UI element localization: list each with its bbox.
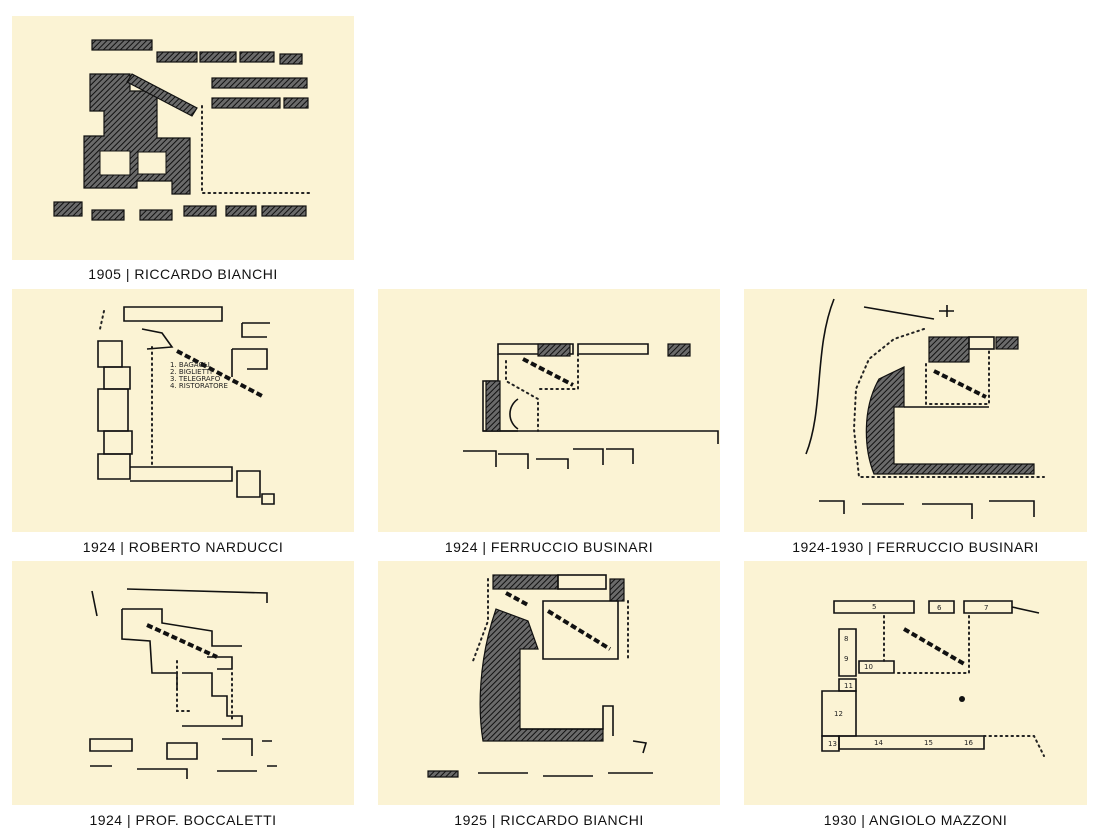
site-plan-drawing — [805, 298, 1045, 519]
svg-text:8: 8 — [844, 635, 848, 643]
svg-text:1. BAGAGLI: 1. BAGAGLI — [170, 361, 210, 369]
svg-text:6: 6 — [937, 604, 942, 612]
svg-text:7: 7 — [984, 604, 988, 612]
svg-text:9: 9 — [844, 655, 848, 663]
plan-1924-1930-businari — [744, 289, 1087, 532]
svg-text:2. BIGLIETTI: 2. BIGLIETTI — [170, 368, 212, 376]
site-plan-drawing: 5 6 7 8 9 10 11 12 13 14 15 16 — [821, 600, 1045, 757]
svg-text:13: 13 — [828, 740, 837, 748]
svg-text:15: 15 — [924, 739, 933, 747]
svg-text:11: 11 — [844, 682, 853, 690]
caption-plan-5: 1924 | PROF. BOCCALETTI — [89, 812, 277, 828]
plan-1924-narducci: 1. BAGAGLI 2. BIGLIETTI 3. TELEGRAFO 4. … — [12, 289, 354, 532]
caption-plan-7: 1930 | ANGIOLO MAZZONI — [823, 812, 1008, 828]
site-plan-drawing — [463, 343, 719, 469]
site-plan-drawing — [427, 574, 653, 778]
svg-text:3. TELEGRAFO: 3. TELEGRAFO — [170, 375, 221, 383]
svg-text:14: 14 — [874, 739, 883, 747]
caption-plan-1: 1905 | RICCARDO BIANCHI — [88, 266, 278, 282]
svg-text:5: 5 — [872, 603, 876, 611]
svg-text:4. RISTORATORE: 4. RISTORATORE — [170, 382, 228, 390]
site-plan-drawing — [89, 588, 277, 779]
plan-1924-boccaletti — [12, 561, 354, 805]
caption-plan-3: 1924 | FERRUCCIO BUSINARI — [444, 539, 654, 555]
caption-plan-4: 1924-1930 | FERRUCCIO BUSINARI — [792, 539, 1039, 555]
caption-plan-6: 1925 | RICCARDO BIANCHI — [454, 812, 644, 828]
plan-1924-businari — [378, 289, 720, 532]
svg-text:10: 10 — [864, 663, 873, 671]
site-plan-drawing — [53, 39, 313, 221]
plan-1905-bianchi — [12, 16, 354, 260]
svg-text:12: 12 — [834, 710, 843, 718]
site-plan-drawing: 1. BAGAGLI 2. BIGLIETTI 3. TELEGRAFO 4. … — [97, 306, 275, 505]
caption-plan-2: 1924 | ROBERTO NARDUCCI — [82, 539, 284, 555]
plan-1930-mazzoni: 5 6 7 8 9 10 11 12 13 14 15 16 — [744, 561, 1087, 805]
svg-text:16: 16 — [964, 739, 973, 747]
plan-1925-bianchi — [378, 561, 720, 805]
